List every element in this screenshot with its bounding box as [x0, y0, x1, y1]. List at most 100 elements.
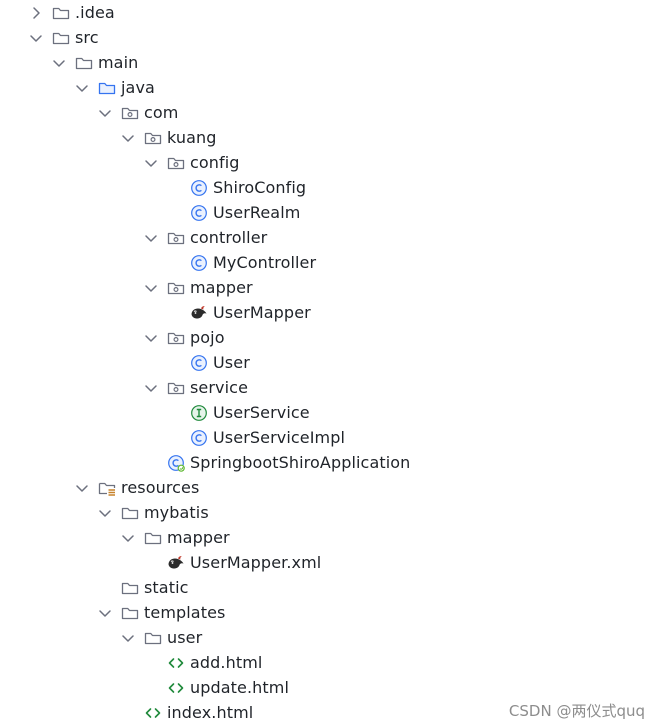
java-class-icon: [190, 179, 208, 197]
folder-icon: [144, 529, 162, 547]
chevron-down-icon[interactable]: [74, 480, 90, 496]
chevron-right-icon[interactable]: [28, 5, 44, 21]
tree-folder-user[interactable]: user: [0, 626, 659, 651]
chevron-down-icon[interactable]: [120, 530, 136, 546]
tree-folder-templates[interactable]: templates: [0, 601, 659, 626]
tree-item-label: java: [121, 78, 155, 97]
tree-folder-config[interactable]: config: [0, 151, 659, 176]
folder-icon: [52, 4, 70, 22]
folder-icon: [121, 579, 139, 597]
tree-item-label: com: [144, 103, 179, 122]
tree-folder-controller[interactable]: controller: [0, 226, 659, 251]
package-icon: [121, 104, 139, 122]
folder-icon: [144, 629, 162, 647]
tree-file-user[interactable]: User: [0, 351, 659, 376]
tree-folder-kuang[interactable]: kuang: [0, 126, 659, 151]
java-class-icon: [190, 354, 208, 372]
tree-folder-mapper[interactable]: mapper: [0, 276, 659, 301]
tree-folder-pojo[interactable]: pojo: [0, 326, 659, 351]
tree-folder-service[interactable]: service: [0, 376, 659, 401]
tree-folder-com[interactable]: com: [0, 101, 659, 126]
folder-icon: [75, 54, 93, 72]
tree-item-label: SpringbootShiroApplication: [190, 453, 411, 472]
mybatis-icon: [167, 554, 185, 572]
tree-item-label: User: [213, 353, 250, 372]
tree-file-add-html[interactable]: add.html: [0, 651, 659, 676]
chevron-down-icon[interactable]: [143, 280, 159, 296]
tree-folder-main[interactable]: main: [0, 51, 659, 76]
package-icon: [167, 329, 185, 347]
chevron-down-icon[interactable]: [143, 155, 159, 171]
tree-file-index-html[interactable]: index.html: [0, 701, 659, 726]
tree-file-static[interactable]: static: [0, 576, 659, 601]
chevron-down-icon[interactable]: [51, 55, 67, 71]
tree-item-label: templates: [144, 603, 226, 622]
tree-item-label: ShiroConfig: [213, 178, 307, 197]
mybatis-icon: [190, 304, 208, 322]
java-class-icon: [190, 254, 208, 272]
spring-boot-class-icon: [167, 454, 185, 472]
chevron-down-icon[interactable]: [120, 130, 136, 146]
chevron-down-icon[interactable]: [143, 380, 159, 396]
tree-item-label: config: [190, 153, 240, 172]
tree-item-label: static: [144, 578, 189, 597]
folder-icon: [121, 504, 139, 522]
watermark: CSDN @两仪式quq: [508, 702, 645, 720]
tree-file-userrealm[interactable]: UserRealm: [0, 201, 659, 226]
tree-item-label: index.html: [167, 703, 254, 722]
chevron-down-icon[interactable]: [97, 605, 113, 621]
html-file-icon: [144, 704, 162, 722]
chevron-down-icon[interactable]: [97, 505, 113, 521]
tree-item-label: UserServiceImpl: [213, 428, 346, 447]
tree-folder-src[interactable]: src: [0, 26, 659, 51]
folder-icon: [121, 604, 139, 622]
tree-item-label: UserMapper.xml: [190, 553, 322, 572]
html-file-icon: [167, 654, 185, 672]
tree-file-update-html[interactable]: update.html: [0, 676, 659, 701]
tree-item-label: kuang: [167, 128, 217, 147]
tree-item-label: service: [190, 378, 249, 397]
tree-file-userservice[interactable]: UserService: [0, 401, 659, 426]
package-icon: [167, 279, 185, 297]
tree-item-label: UserService: [213, 403, 310, 422]
tree-item-label: user: [167, 628, 203, 647]
chevron-down-icon[interactable]: [28, 30, 44, 46]
tree-folder-java[interactable]: java: [0, 76, 659, 101]
chevron-down-icon[interactable]: [143, 230, 159, 246]
html-file-icon: [167, 679, 185, 697]
package-icon: [167, 379, 185, 397]
tree-item-label: update.html: [190, 678, 290, 697]
tree-file-springbootshiroapplication[interactable]: SpringbootShiroApplication: [0, 451, 659, 476]
tree-item-label: mybatis: [144, 503, 209, 522]
package-icon: [144, 129, 162, 147]
tree-item-label: resources: [121, 478, 200, 497]
tree-folder-resources[interactable]: resources: [0, 476, 659, 501]
tree-file-shiroconfig[interactable]: ShiroConfig: [0, 176, 659, 201]
chevron-down-icon[interactable]: [74, 80, 90, 96]
package-icon: [167, 229, 185, 247]
tree-file-userserviceimpl[interactable]: UserServiceImpl: [0, 426, 659, 451]
chevron-down-icon[interactable]: [143, 330, 159, 346]
chevron-down-icon[interactable]: [97, 105, 113, 121]
tree-item-label: mapper: [167, 528, 230, 547]
java-class-icon: [190, 204, 208, 222]
tree-folder-mapper[interactable]: mapper: [0, 526, 659, 551]
java-interface-icon: [190, 404, 208, 422]
tree-file-usermapper[interactable]: UserMapper: [0, 301, 659, 326]
resources-folder-icon: [98, 479, 116, 497]
java-class-icon: [190, 429, 208, 447]
folder-icon: [52, 29, 70, 47]
tree-item-label: add.html: [190, 653, 263, 672]
tree-file-mycontroller[interactable]: MyController: [0, 251, 659, 276]
tree-file-usermapper-xml[interactable]: UserMapper.xml: [0, 551, 659, 576]
tree-item-label: .idea: [75, 3, 115, 22]
chevron-down-icon[interactable]: [120, 630, 136, 646]
tree-folder-mybatis[interactable]: mybatis: [0, 501, 659, 526]
tree-item-label: mapper: [190, 278, 253, 297]
tree-item-label: MyController: [213, 253, 317, 272]
tree-item-label: src: [75, 28, 99, 47]
tree-item-label: controller: [190, 228, 268, 247]
package-icon: [167, 154, 185, 172]
tree-folder-idea[interactable]: .idea: [0, 1, 659, 26]
